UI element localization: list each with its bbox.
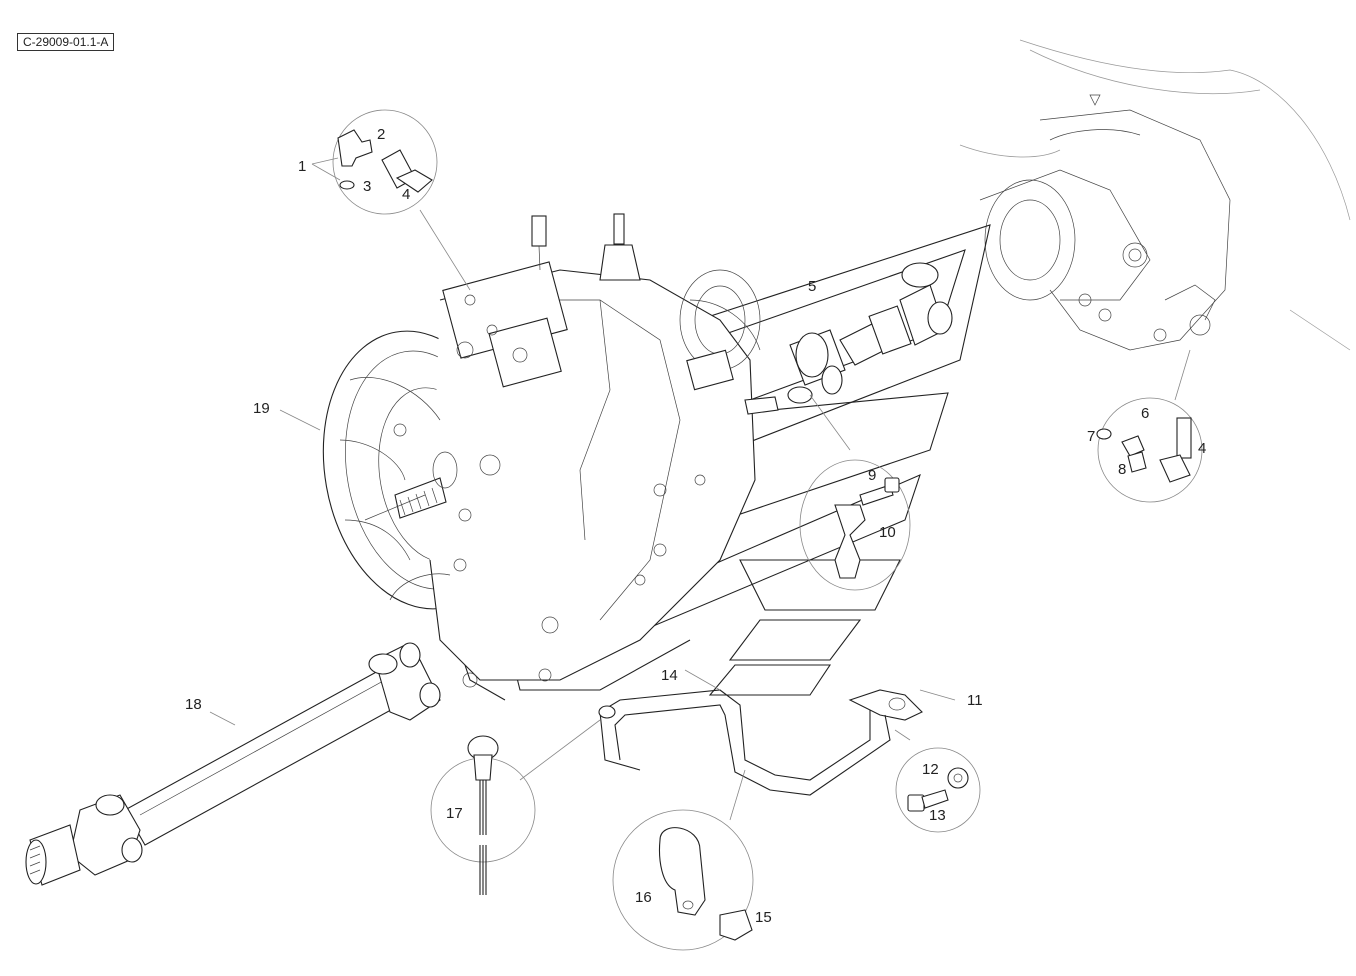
callout-13: 13 — [929, 807, 946, 824]
fitting-group-right — [1096, 349, 1203, 503]
dipstick — [430, 719, 601, 895]
callout-6: 6 — [1141, 405, 1149, 422]
callout-8: 8 — [1118, 461, 1126, 478]
callout-17: 17 — [446, 805, 463, 822]
callout-18: 18 — [185, 696, 202, 713]
callout-1: 1 — [298, 158, 306, 175]
callout-4-right: 4 — [1198, 440, 1206, 457]
callout-19: 19 — [253, 400, 270, 417]
clip-group — [612, 769, 754, 951]
reference-code: C-29009-01.1-A — [17, 33, 115, 51]
bolt-washer-group — [894, 729, 981, 833]
callout-16: 16 — [635, 889, 652, 906]
cardan-joint — [787, 262, 953, 404]
callout-labels: 1 2 3 4 5 6 7 4 8 9 10 11 12 13 14 15 16… — [185, 126, 1206, 926]
clamp-group — [799, 394, 911, 591]
callout-12: 12 — [922, 761, 939, 778]
transmission-assembly — [322, 213, 779, 688]
callout-3: 3 — [363, 178, 371, 195]
drive-shaft — [25, 642, 441, 886]
rear-axle-outline — [959, 39, 1351, 351]
callout-4-upper: 4 — [402, 186, 410, 203]
callout-14: 14 — [661, 667, 678, 684]
leader-lines — [209, 157, 721, 726]
callout-2: 2 — [377, 126, 385, 143]
callout-11: 11 — [967, 692, 983, 709]
fitting-group-upper — [332, 109, 471, 291]
oil-pipe — [598, 689, 956, 796]
callout-15: 15 — [755, 909, 772, 926]
callout-5: 5 — [808, 278, 816, 295]
callout-9: 9 — [868, 467, 876, 484]
callout-10: 10 — [879, 524, 896, 541]
callout-7: 7 — [1087, 428, 1095, 445]
